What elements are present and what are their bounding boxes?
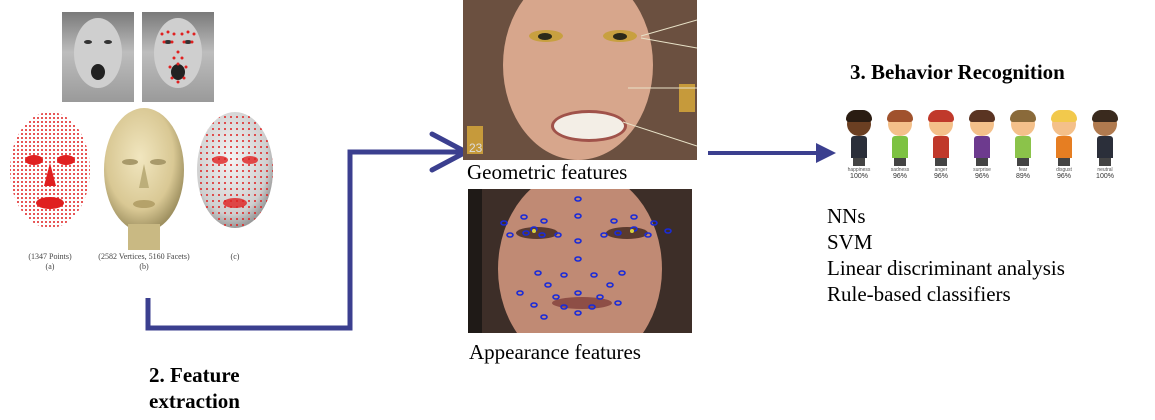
avatar-hair	[887, 110, 913, 122]
classifier-svm: SVM	[827, 230, 873, 254]
appearance-features-label: Appearance features	[469, 340, 641, 364]
emotion-percent: 96%	[1056, 173, 1071, 180]
classifier-rule-based: Rule-based classifiers	[827, 282, 1011, 306]
avatar-legs	[853, 158, 865, 166]
feature-extraction-title-line2: extraction	[149, 389, 240, 413]
emotion-percent: 96%	[933, 173, 948, 180]
emotion-percent: 100%	[1096, 173, 1114, 180]
arrow-to-recognition-head	[816, 143, 836, 163]
avatar-legs	[1099, 158, 1111, 166]
classifier-list: NNs SVM Linear discriminant analysis Rul…	[827, 203, 1065, 307]
face-mesh-points-model	[10, 112, 90, 228]
behavior-recognition-title: 3. Behavior Recognition	[850, 60, 1065, 84]
model-b-caption: (2582 Vertices, 5160 Facets)	[98, 252, 190, 261]
avatar-legs	[976, 158, 988, 166]
emotion-percent: 96%	[892, 173, 907, 180]
emotion-name: happiness	[847, 167, 871, 173]
model-a-caption: (1347 Points)	[28, 252, 72, 261]
model-b-letter: (b)	[139, 262, 149, 271]
avatar-legs	[935, 158, 947, 166]
feature-extraction-title-line1: 2. Feature	[149, 363, 240, 387]
feature-extraction-title: 2. Feature extraction	[149, 362, 240, 414]
emotion-percent: 89%	[1015, 173, 1030, 180]
emotion-percent: 96%	[974, 173, 989, 180]
model-c-caption: (c)	[230, 252, 240, 261]
appearance-landmarks	[500, 196, 672, 320]
avatar-hair	[1051, 110, 1077, 122]
classifier-nns: NNs	[827, 204, 866, 228]
avatar-hair	[969, 110, 995, 122]
face-3d-solid-model	[104, 108, 184, 250]
landmark-dots	[160, 30, 196, 84]
avatar-body	[1056, 136, 1072, 158]
geometric-feature-lines	[622, 19, 697, 147]
classifier-lda: Linear discriminant analysis	[827, 256, 1065, 280]
appearance-features-photo	[468, 189, 692, 333]
avatar-body	[974, 136, 990, 158]
emotion-name: neutral	[1097, 167, 1113, 173]
geometric-features-label: Geometric features	[467, 160, 628, 184]
emotion-name: surprise	[973, 167, 991, 173]
photo-corner-mark: 23	[469, 141, 483, 155]
geometric-features-photo: 23	[463, 0, 697, 160]
avatar-legs	[894, 158, 906, 166]
emotion-name: disgust	[1056, 167, 1072, 173]
avatar-hair	[1010, 110, 1036, 122]
avatar-legs	[1017, 158, 1029, 166]
face-mesh-wireframe-model	[197, 112, 273, 228]
avatar-body	[933, 136, 949, 158]
avatar-hair	[1092, 110, 1118, 122]
model-a-letter: (a)	[45, 262, 55, 271]
emotion-name: fear	[1018, 167, 1028, 173]
arrow-to-feature-extraction	[145, 149, 462, 331]
avatar-hair	[928, 110, 954, 122]
face-photo-landmarks	[142, 12, 214, 102]
avatar-body	[1097, 136, 1113, 158]
avatar-body	[851, 136, 867, 158]
avatar-body	[1015, 136, 1031, 158]
emotion-name: sadness	[890, 167, 910, 173]
avatar-body	[892, 136, 908, 158]
emotion-name: anger	[934, 167, 948, 173]
emotion-percent: 100%	[850, 173, 868, 180]
avatar-legs	[1058, 158, 1070, 166]
avatar-hair	[846, 110, 872, 122]
face-photo-plain	[62, 12, 134, 102]
